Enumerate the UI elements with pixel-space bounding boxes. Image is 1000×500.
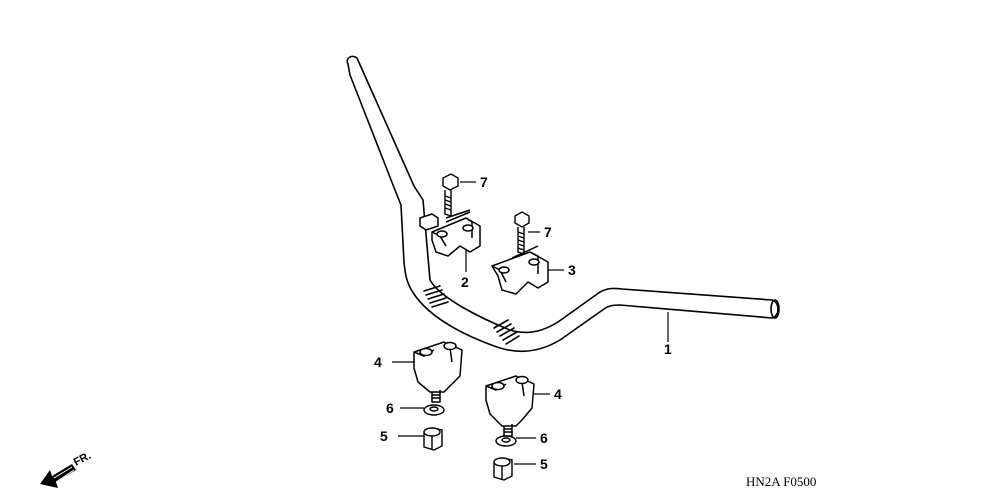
diagram-code: HN2A F0500 (746, 474, 816, 489)
callout-3: 3 (568, 262, 576, 278)
callout-6-left: 6 (386, 400, 394, 416)
callout-7-right: 7 (544, 224, 552, 240)
bolt-7-right (514, 211, 530, 255)
front-direction-arrow-icon (40, 464, 76, 488)
callout-6-right: 6 (540, 430, 548, 446)
lower-holder-4-right (485, 375, 535, 437)
callout-7-left: 7 (480, 174, 488, 190)
front-marker-label: FR. (72, 450, 93, 469)
upper-holder-3 (491, 245, 549, 295)
callout-5-left: 5 (380, 428, 388, 444)
leader-lines (392, 181, 669, 465)
nut-5-left (423, 427, 443, 451)
callout-2: 2 (461, 274, 469, 290)
callout-4-right: 4 (554, 386, 562, 402)
callout-4-left: 4 (374, 354, 382, 370)
upper-holder-2 (419, 209, 481, 257)
lower-holder-4-left (413, 341, 463, 403)
bolt-7-left (442, 173, 459, 217)
handlebar (346, 55, 780, 353)
washer-6-left (423, 404, 445, 416)
callout-1: 1 (664, 341, 672, 357)
callout-5-right: 5 (540, 456, 548, 472)
washer-6-right (495, 435, 517, 447)
nut-5-right (493, 457, 513, 481)
